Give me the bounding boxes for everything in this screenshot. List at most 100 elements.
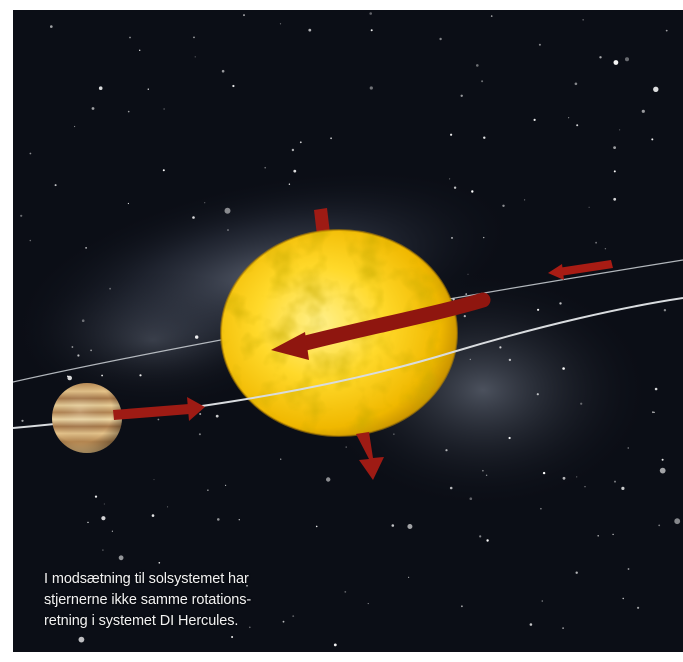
- background-star: [576, 124, 579, 127]
- background-star: [292, 615, 295, 617]
- orbital-motion-arrow: [113, 404, 190, 420]
- background-star: [288, 183, 291, 185]
- background-star: [613, 146, 616, 150]
- background-star: [576, 476, 578, 478]
- orbital-motion-arrow: [558, 260, 613, 276]
- background-star: [665, 29, 668, 32]
- background-star: [129, 36, 131, 39]
- background-star: [637, 606, 640, 609]
- background-star: [580, 402, 583, 405]
- background-star: [147, 88, 149, 90]
- background-star: [537, 308, 540, 311]
- background-star: [641, 109, 645, 113]
- background-star: [215, 414, 219, 418]
- background-star: [461, 605, 463, 608]
- background-star: [85, 247, 87, 249]
- background-star: [167, 506, 169, 508]
- background-star: [207, 489, 209, 491]
- background-star: [584, 486, 586, 488]
- background-star: [280, 458, 282, 460]
- background-star: [538, 43, 541, 46]
- background-star: [502, 204, 505, 207]
- background-star: [619, 129, 621, 131]
- spin-axis-arrow: [356, 432, 384, 480]
- background-star: [391, 524, 395, 527]
- background-star: [299, 141, 302, 144]
- background-star: [529, 623, 533, 626]
- background-star: [574, 82, 578, 86]
- background-star: [490, 15, 493, 17]
- star-rotation-arrow-head: [271, 332, 309, 360]
- background-star: [158, 562, 161, 564]
- background-star: [20, 214, 23, 217]
- background-star: [367, 603, 369, 605]
- background-star: [127, 202, 129, 205]
- background-star: [217, 518, 220, 521]
- background-star: [654, 387, 658, 391]
- background-star: [204, 202, 206, 204]
- caption-line: I modsætning til solsystemet har: [44, 571, 249, 587]
- background-star: [67, 375, 69, 378]
- background-star: [153, 479, 155, 481]
- background-star: [162, 169, 165, 172]
- background-star: [238, 519, 240, 521]
- orbital-motion-arrow-head: [187, 397, 205, 421]
- background-star: [599, 56, 602, 59]
- background-star: [264, 166, 266, 169]
- background-star: [625, 57, 629, 62]
- background-star: [344, 591, 347, 593]
- background-star: [449, 486, 453, 490]
- background-star: [627, 568, 630, 570]
- background-star: [101, 516, 106, 521]
- background-star: [224, 207, 231, 214]
- background-star: [77, 354, 80, 357]
- background-star: [326, 477, 331, 482]
- background-star: [111, 530, 113, 532]
- background-star: [471, 190, 474, 193]
- background-star: [486, 539, 489, 542]
- striped-companion-planet: [52, 383, 122, 453]
- background-star: [479, 535, 482, 538]
- background-star: [291, 148, 295, 152]
- background-star: [308, 28, 312, 32]
- background-star: [485, 474, 488, 476]
- background-star: [661, 458, 664, 461]
- background-star: [151, 514, 155, 517]
- background-star: [48, 602, 51, 605]
- background-star: [674, 518, 681, 525]
- background-star: [370, 29, 373, 32]
- background-star: [246, 585, 248, 587]
- caption: I modsætning til solsystemet har stjerne…: [44, 569, 344, 632]
- background-star: [541, 600, 544, 602]
- background-star: [508, 358, 512, 362]
- background-star: [469, 497, 473, 501]
- background-star: [407, 524, 413, 529]
- background-star: [315, 525, 318, 528]
- background-star: [469, 358, 471, 361]
- background-star: [78, 636, 85, 643]
- background-star: [118, 555, 124, 561]
- background-star: [195, 335, 199, 339]
- background-star: [659, 467, 666, 474]
- background-star: [139, 374, 142, 377]
- background-star: [29, 152, 32, 155]
- background-star: [199, 413, 202, 415]
- background-star: [562, 367, 565, 370]
- background-star: [621, 486, 625, 490]
- background-star: [127, 575, 130, 579]
- background-star: [333, 643, 337, 647]
- background-star: [568, 117, 570, 119]
- background-star: [613, 197, 617, 201]
- background-star: [540, 507, 542, 510]
- background-star: [279, 23, 282, 25]
- background-star: [71, 346, 74, 348]
- background-star: [192, 216, 195, 219]
- background-star: [652, 411, 654, 414]
- background-star: [481, 80, 484, 83]
- background-star: [90, 349, 92, 352]
- background-star: [139, 49, 141, 51]
- background-star: [393, 433, 395, 435]
- background-star: [460, 94, 463, 98]
- background-star: [221, 69, 225, 73]
- background-star: [451, 237, 453, 239]
